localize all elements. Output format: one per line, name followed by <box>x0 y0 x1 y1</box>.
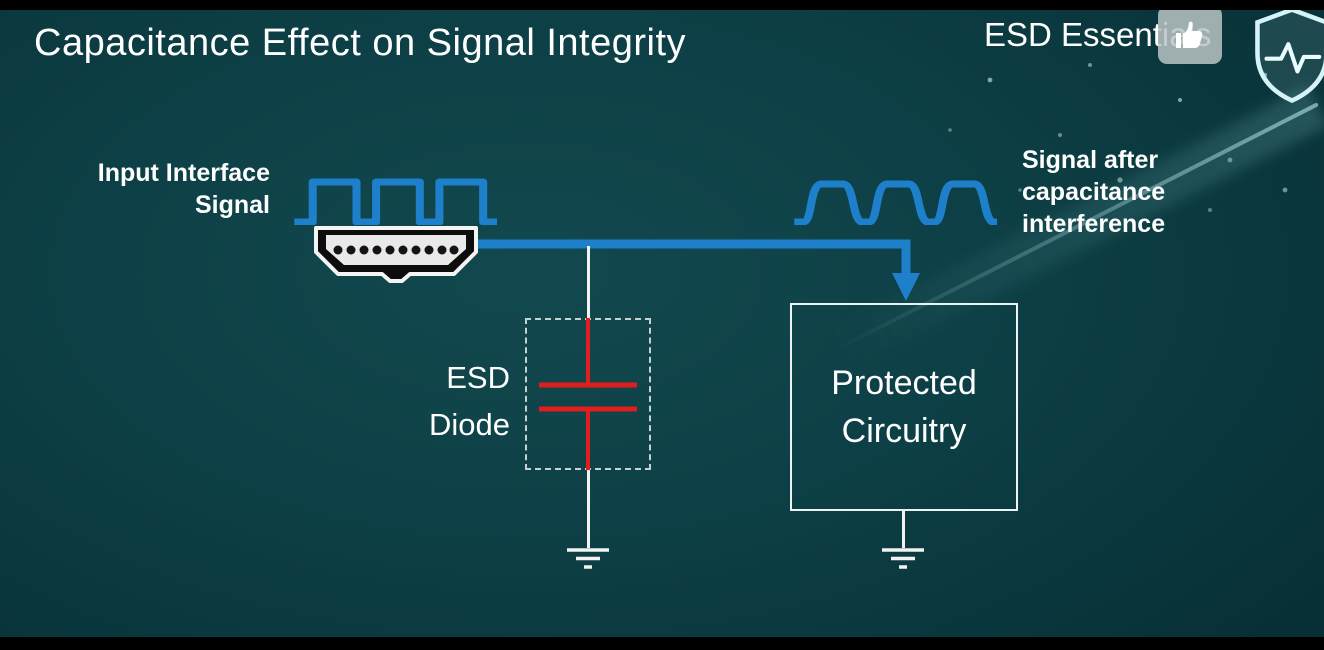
capacitor-ground-wire <box>587 470 590 548</box>
esd-diode-label: ESD Diode <box>385 354 510 448</box>
capacitor-symbol-icon <box>539 318 637 470</box>
clean-signal-waveform <box>294 178 497 225</box>
distorted-signal-waveform <box>794 180 997 225</box>
letterbox-top <box>0 0 1324 10</box>
ground-symbol-capacitor-icon <box>567 548 609 569</box>
output-signal-label: Signal after capacitance interference <box>1022 144 1165 240</box>
thumbs-up-glyph <box>1176 21 1203 48</box>
arrowhead <box>892 273 920 301</box>
esd-diode-label-line2: Diode <box>429 407 510 442</box>
protected-circuitry-box: Protected Circuitry <box>790 303 1018 511</box>
hdmi-connector-icon <box>314 226 478 283</box>
capacitor-branch-wire <box>587 246 590 318</box>
esd-shield-heartbeat-icon <box>1255 10 1324 104</box>
input-signal-label-line1: Input Interface <box>97 159 270 187</box>
output-signal-label-line1: Signal after <box>1022 146 1159 174</box>
slide-background: Capacitance Effect on Signal Integrity E… <box>0 10 1324 637</box>
thumbs-up-icon <box>1158 10 1222 64</box>
letterbox-bottom <box>0 637 1324 650</box>
circuit-ground-wire <box>902 511 905 548</box>
esd-diode-label-line1: ESD <box>446 360 510 395</box>
slide-title: Capacitance Effect on Signal Integrity <box>34 22 687 64</box>
input-signal-label-line2: Signal <box>194 191 270 219</box>
protected-circuitry-line2: Circuitry <box>841 412 967 450</box>
output-signal-label-line3: interference <box>1022 210 1166 238</box>
protected-circuitry-line1: Protected <box>831 364 977 402</box>
signal-flow-arrow-icon <box>478 239 920 301</box>
output-signal-label-line2: capacitance <box>1022 178 1166 206</box>
ground-symbol-circuit-icon <box>882 548 924 569</box>
input-signal-label: Input Interface Signal <box>20 157 270 221</box>
